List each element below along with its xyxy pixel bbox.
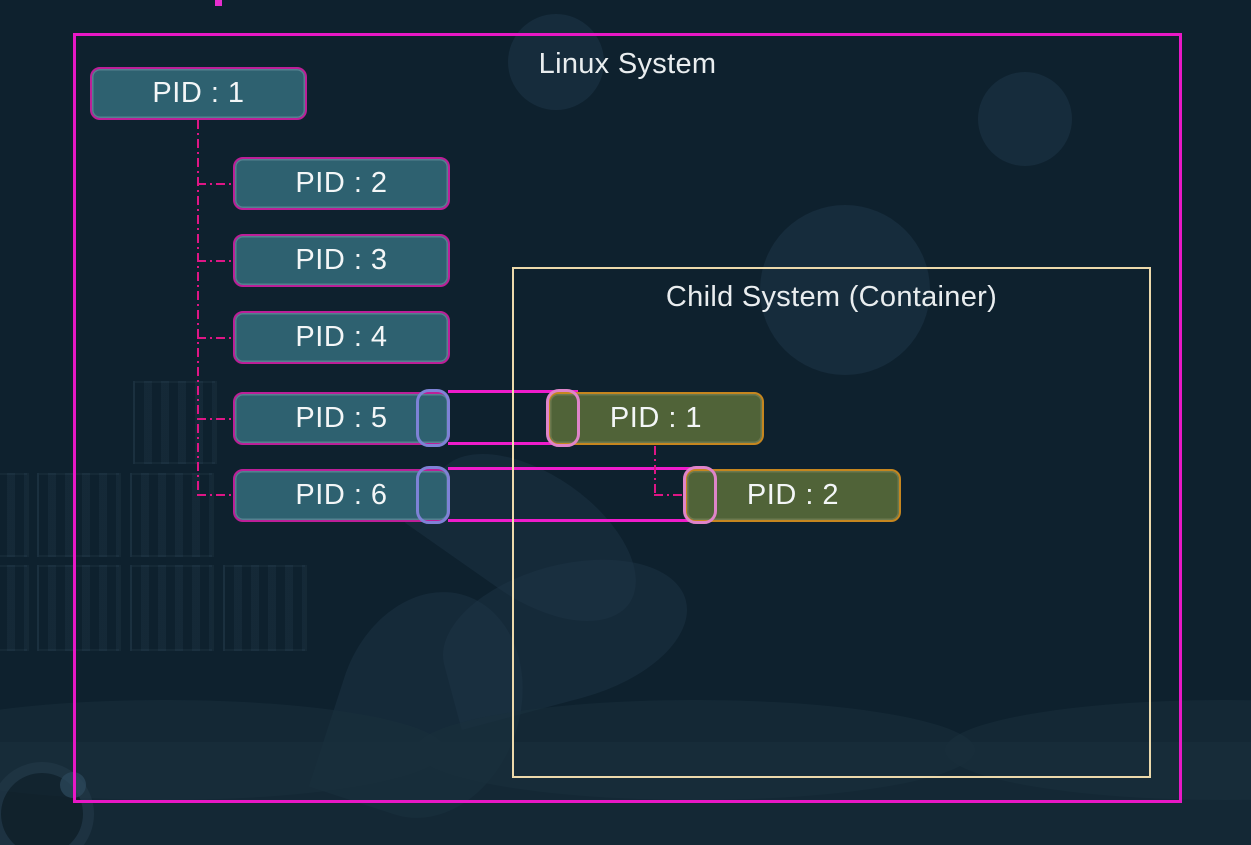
magenta-fragment [215, 0, 222, 6]
decor-container-crate [0, 473, 29, 557]
container-tree-line-vertical [654, 446, 656, 495]
tree-line-pid6 [197, 494, 233, 496]
decor-circle-top-right [978, 72, 1072, 166]
process-label: PID : 1 [152, 77, 245, 109]
decor-circle-mid-right [760, 205, 930, 375]
decor-container-crate [0, 565, 29, 651]
decor-container-crate [37, 565, 121, 651]
connector-tab-host-pid6 [416, 466, 450, 524]
process-label: PID : 1 [609, 402, 703, 434]
decor-container-crate [37, 473, 121, 557]
process-box-pid2: PID : 2 [233, 157, 450, 210]
process-label: PID : 2 [295, 167, 388, 199]
tree-line-pid5 [197, 418, 233, 420]
tree-line-pid2 [197, 183, 233, 185]
tree-line-pid3 [197, 260, 233, 262]
container-process-box-pid1: PID : 1 [548, 392, 764, 445]
process-box-pid5: PID : 5 [233, 392, 450, 445]
container-title: Child System (Container) [665, 281, 998, 313]
process-box-pid1: PID : 1 [90, 67, 307, 120]
container-boundary [512, 267, 1151, 778]
process-box-pid3: PID : 3 [233, 234, 450, 287]
decor-container-crate [130, 473, 214, 557]
decor-container-crate [130, 565, 214, 651]
decor-sea-strip [0, 742, 1251, 845]
process-label: PID : 2 [746, 479, 840, 511]
process-label: PID : 5 [295, 402, 388, 434]
pipe-pid6-bottom [448, 519, 700, 522]
linux-system-boundary [73, 33, 1182, 803]
decor-container-crate [133, 381, 217, 464]
connector-tab-host-pid5 [416, 389, 450, 447]
decor-container-crate [223, 565, 307, 651]
container-process-box-pid2: PID : 2 [685, 469, 901, 522]
decor-circle-top-center [508, 14, 604, 110]
linux-system-title: Linux System [538, 48, 717, 80]
tree-line-vertical [197, 120, 199, 496]
container-tree-line-pid2 [654, 494, 685, 496]
connector-tab-container-pid2 [683, 466, 717, 524]
tree-line-pid4 [197, 337, 233, 339]
process-box-pid6: PID : 6 [233, 469, 450, 522]
pipe-pid6-top [448, 467, 700, 470]
process-box-pid4: PID : 4 [233, 311, 450, 364]
connector-tab-container-pid1 [546, 389, 580, 447]
process-label: PID : 3 [295, 244, 388, 276]
process-label: PID : 4 [295, 321, 388, 353]
process-label: PID : 6 [295, 479, 388, 511]
